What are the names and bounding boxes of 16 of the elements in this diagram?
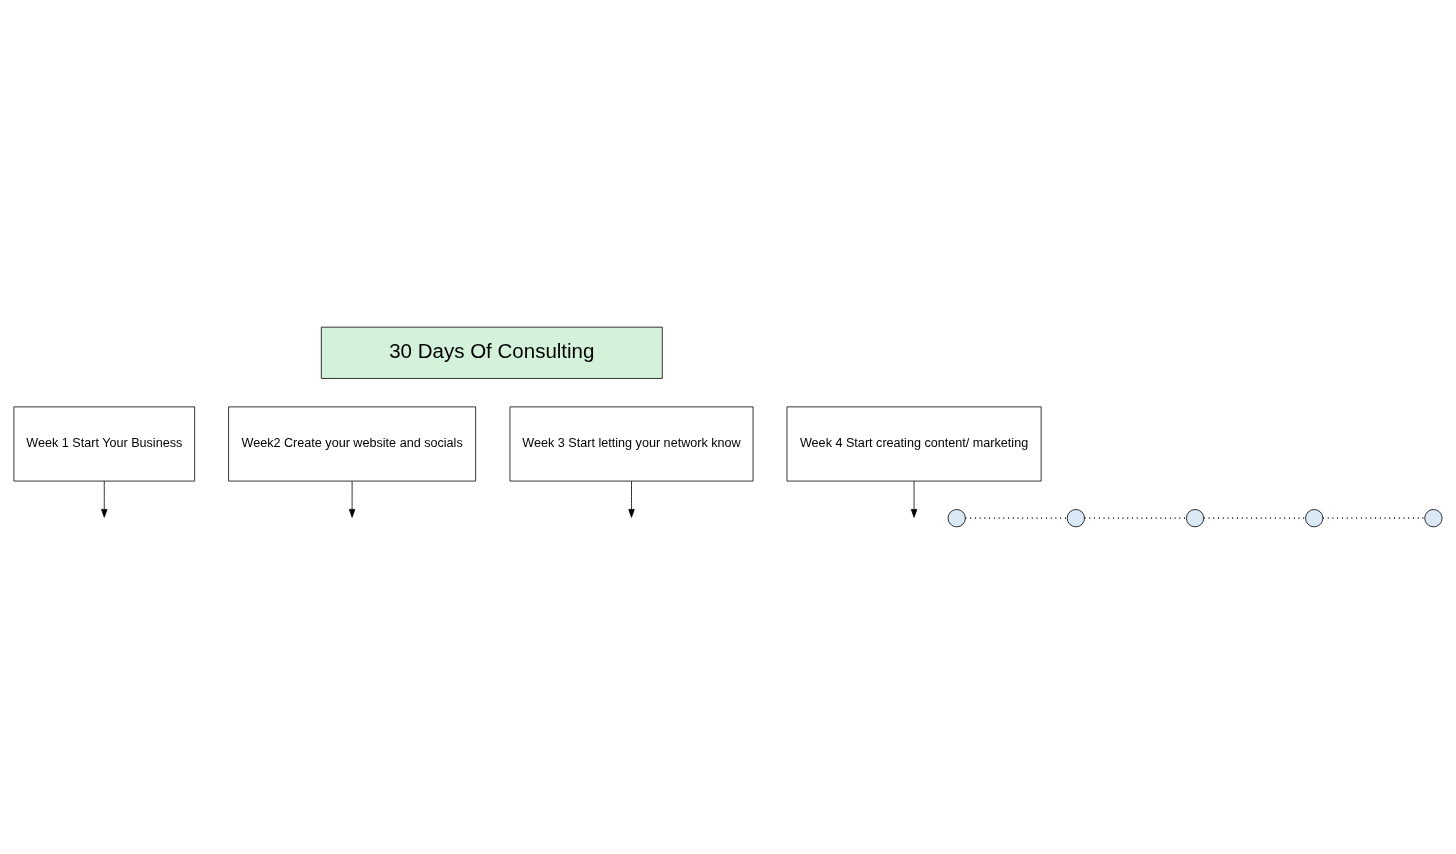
arrow	[628, 480, 635, 518]
arrow	[101, 480, 108, 518]
node-circle	[1305, 509, 1324, 528]
node-circle	[1066, 509, 1085, 528]
node-circle	[1185, 509, 1205, 528]
node-box: Week 3 Start letting your network know	[509, 406, 754, 482]
node-circle	[1424, 509, 1443, 528]
node-box: 30 Days Of Consulting	[320, 326, 663, 379]
connector	[1203, 517, 1307, 519]
arrow	[910, 480, 918, 518]
node-box: Week 1 Start Your Business	[13, 406, 196, 482]
connector	[1083, 517, 1187, 519]
node-circle	[947, 509, 966, 528]
node-box: Week 4 Start creating content/ marketing	[786, 406, 1042, 482]
arrow	[348, 480, 356, 518]
node-box: Week2 Create your website and socials	[228, 406, 477, 482]
